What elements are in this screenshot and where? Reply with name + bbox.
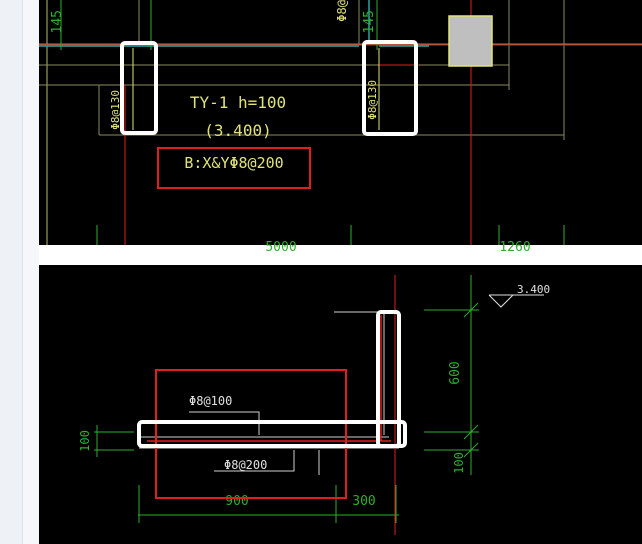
- dim-text: 900: [225, 494, 248, 509]
- elevation-marker: [488, 294, 514, 308]
- column-block[interactable]: [448, 15, 493, 67]
- cad-section-view[interactable]: 3.400 Φ8@100 Φ8@200 600 100 100 900 300: [39, 265, 642, 544]
- slab-name: TY-1 h=100: [190, 93, 286, 112]
- bottom-bar-label: Φ8@200: [224, 458, 267, 472]
- rebar-text: Φ8@130: [366, 80, 379, 120]
- dim-text: 300: [352, 494, 375, 509]
- note-highlight-box[interactable]: [157, 147, 311, 189]
- elevation-text: 3.400: [517, 283, 550, 296]
- reinforcement-note: B:X&YΦ8@200: [184, 154, 283, 172]
- dim-text: 100: [452, 452, 466, 474]
- left-gutter: [0, 0, 23, 544]
- highlight-box-vertical[interactable]: [376, 310, 401, 448]
- detail-highlight-box[interactable]: [155, 369, 347, 499]
- dim-text: 5000: [265, 240, 296, 255]
- panel-separator: [39, 245, 642, 265]
- highlight-box-left[interactable]: [120, 41, 158, 135]
- highlight-box-horizontal[interactable]: [137, 420, 407, 448]
- dim-text: 100: [78, 430, 92, 452]
- cad-plan-view[interactable]: 145 145 Φ8@ Φ8@130 Φ8@130 TY-1 h=100 (3.…: [39, 0, 642, 255]
- dim-text: 600: [448, 361, 463, 384]
- top-bar-label: Φ8@100: [189, 394, 232, 408]
- rebar-text: Φ8@130: [109, 90, 122, 130]
- section-drawing: 3.400 Φ8@100 Φ8@200 600 100 100 900 300: [78, 275, 550, 535]
- slab-level: (3.400): [204, 121, 271, 140]
- plan-drawing: 145 145 Φ8@ Φ8@130 Φ8@130 TY-1 h=100 (3.…: [39, 0, 642, 255]
- leader-line: [214, 450, 295, 472]
- rebar-text: Φ8@: [335, 0, 349, 22]
- leader-line: [189, 411, 260, 435]
- dim-tick: [463, 424, 479, 440]
- dim-tick: [463, 302, 479, 318]
- dim-text: 145: [50, 10, 65, 33]
- dim-tick: [463, 442, 479, 458]
- dim-text: 145: [362, 10, 377, 33]
- dim-text: 1260: [499, 240, 530, 255]
- highlight-box-right[interactable]: [362, 40, 418, 136]
